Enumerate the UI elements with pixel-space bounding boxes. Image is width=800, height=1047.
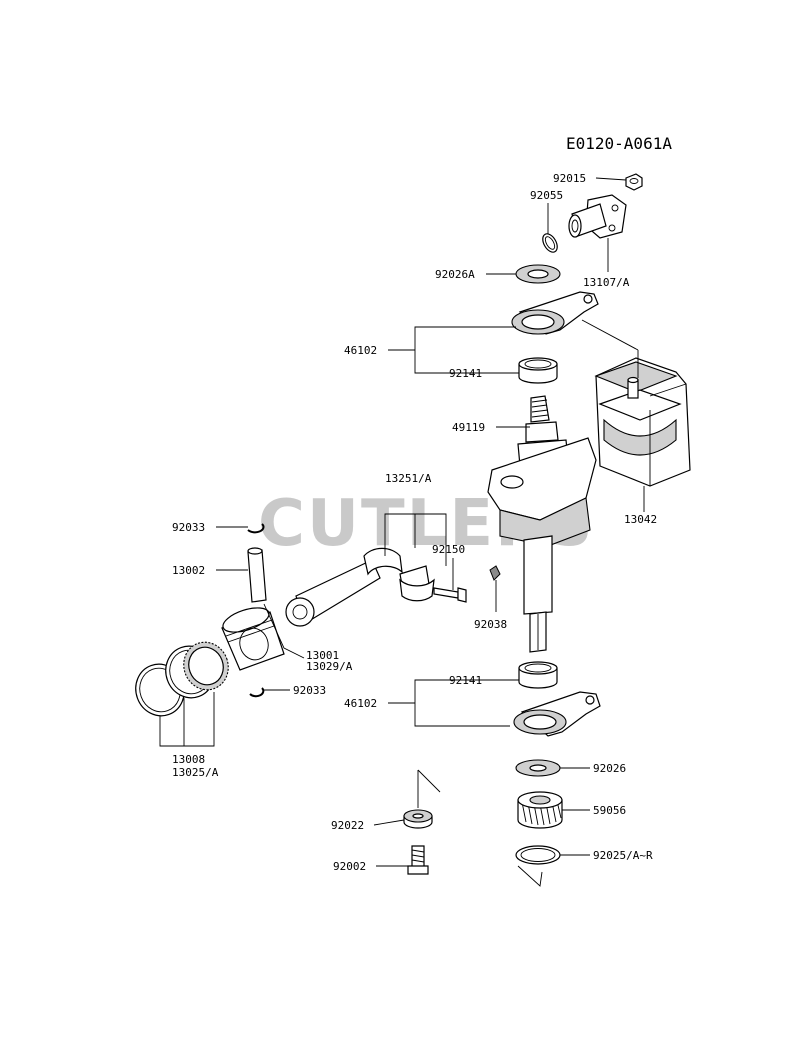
part-13042-balancer-weight[interactable]	[594, 357, 691, 487]
label-92026: 92026	[593, 762, 626, 775]
label-13002: 13002	[172, 564, 205, 577]
label-92033-top: 92033	[172, 521, 205, 534]
part-13107-holder[interactable]	[568, 194, 627, 239]
part-92022-washer[interactable]	[403, 809, 433, 829]
diagram-code: E0120-A061A	[566, 134, 672, 153]
part-13002-piston-pin[interactable]	[247, 547, 267, 603]
label-92026a: 92026A	[435, 268, 475, 281]
part-92055-o-ring[interactable]	[540, 231, 560, 254]
part-59056-gear[interactable]	[517, 791, 563, 829]
part-92141-top-bushing[interactable]	[518, 357, 558, 384]
part-92033-bottom-clip[interactable]	[249, 687, 265, 698]
part-92141-bottom-bushing[interactable]	[518, 661, 558, 689]
label-92033-bottom: 92033	[293, 684, 326, 697]
label-92022: 92022	[331, 819, 364, 832]
label-13001: 13001	[306, 649, 339, 662]
part-49119-crankshaft[interactable]	[487, 395, 597, 653]
part-13001-piston[interactable]	[220, 603, 285, 671]
label-13251: 13251/A	[385, 472, 432, 485]
label-92038: 92038	[474, 618, 507, 631]
label-92150: 92150	[432, 543, 465, 556]
part-92026-washer[interactable]	[515, 759, 561, 777]
label-92141-top: 92141	[449, 367, 482, 380]
label-92015: 92015	[553, 172, 586, 185]
label-59056: 59056	[593, 804, 626, 817]
label-92141-bottom: 92141	[449, 674, 482, 687]
part-92002-bolt[interactable]	[407, 845, 429, 875]
part-92025-shim[interactable]	[515, 845, 561, 865]
label-46102-bottom: 46102	[344, 697, 377, 710]
label-92002: 92002	[333, 860, 366, 873]
label-13107: 13107/A	[583, 276, 630, 289]
label-13008: 13008	[172, 753, 205, 766]
label-46102-top: 46102	[344, 344, 377, 357]
label-49119: 49119	[452, 421, 485, 434]
part-92026a-washer[interactable]	[515, 264, 561, 284]
label-13042: 13042	[624, 513, 657, 526]
label-13029: 13029/A	[306, 660, 353, 673]
part-92038-key[interactable]	[489, 565, 501, 581]
label-92025: 92025/A~R	[593, 849, 653, 862]
label-13025: 13025/A	[172, 766, 219, 779]
label-92055: 92055	[530, 189, 563, 202]
part-13251-connecting-rod[interactable]	[285, 547, 435, 627]
part-46102-top-balancer[interactable]	[511, 291, 599, 335]
part-13008-piston-rings[interactable]	[129, 636, 235, 723]
part-92015-nut[interactable]	[625, 173, 643, 191]
part-92033-top-clip[interactable]	[247, 523, 265, 534]
part-46102-bottom-balancer[interactable]	[513, 691, 601, 737]
part-92150-bolt[interactable]	[433, 587, 467, 603]
